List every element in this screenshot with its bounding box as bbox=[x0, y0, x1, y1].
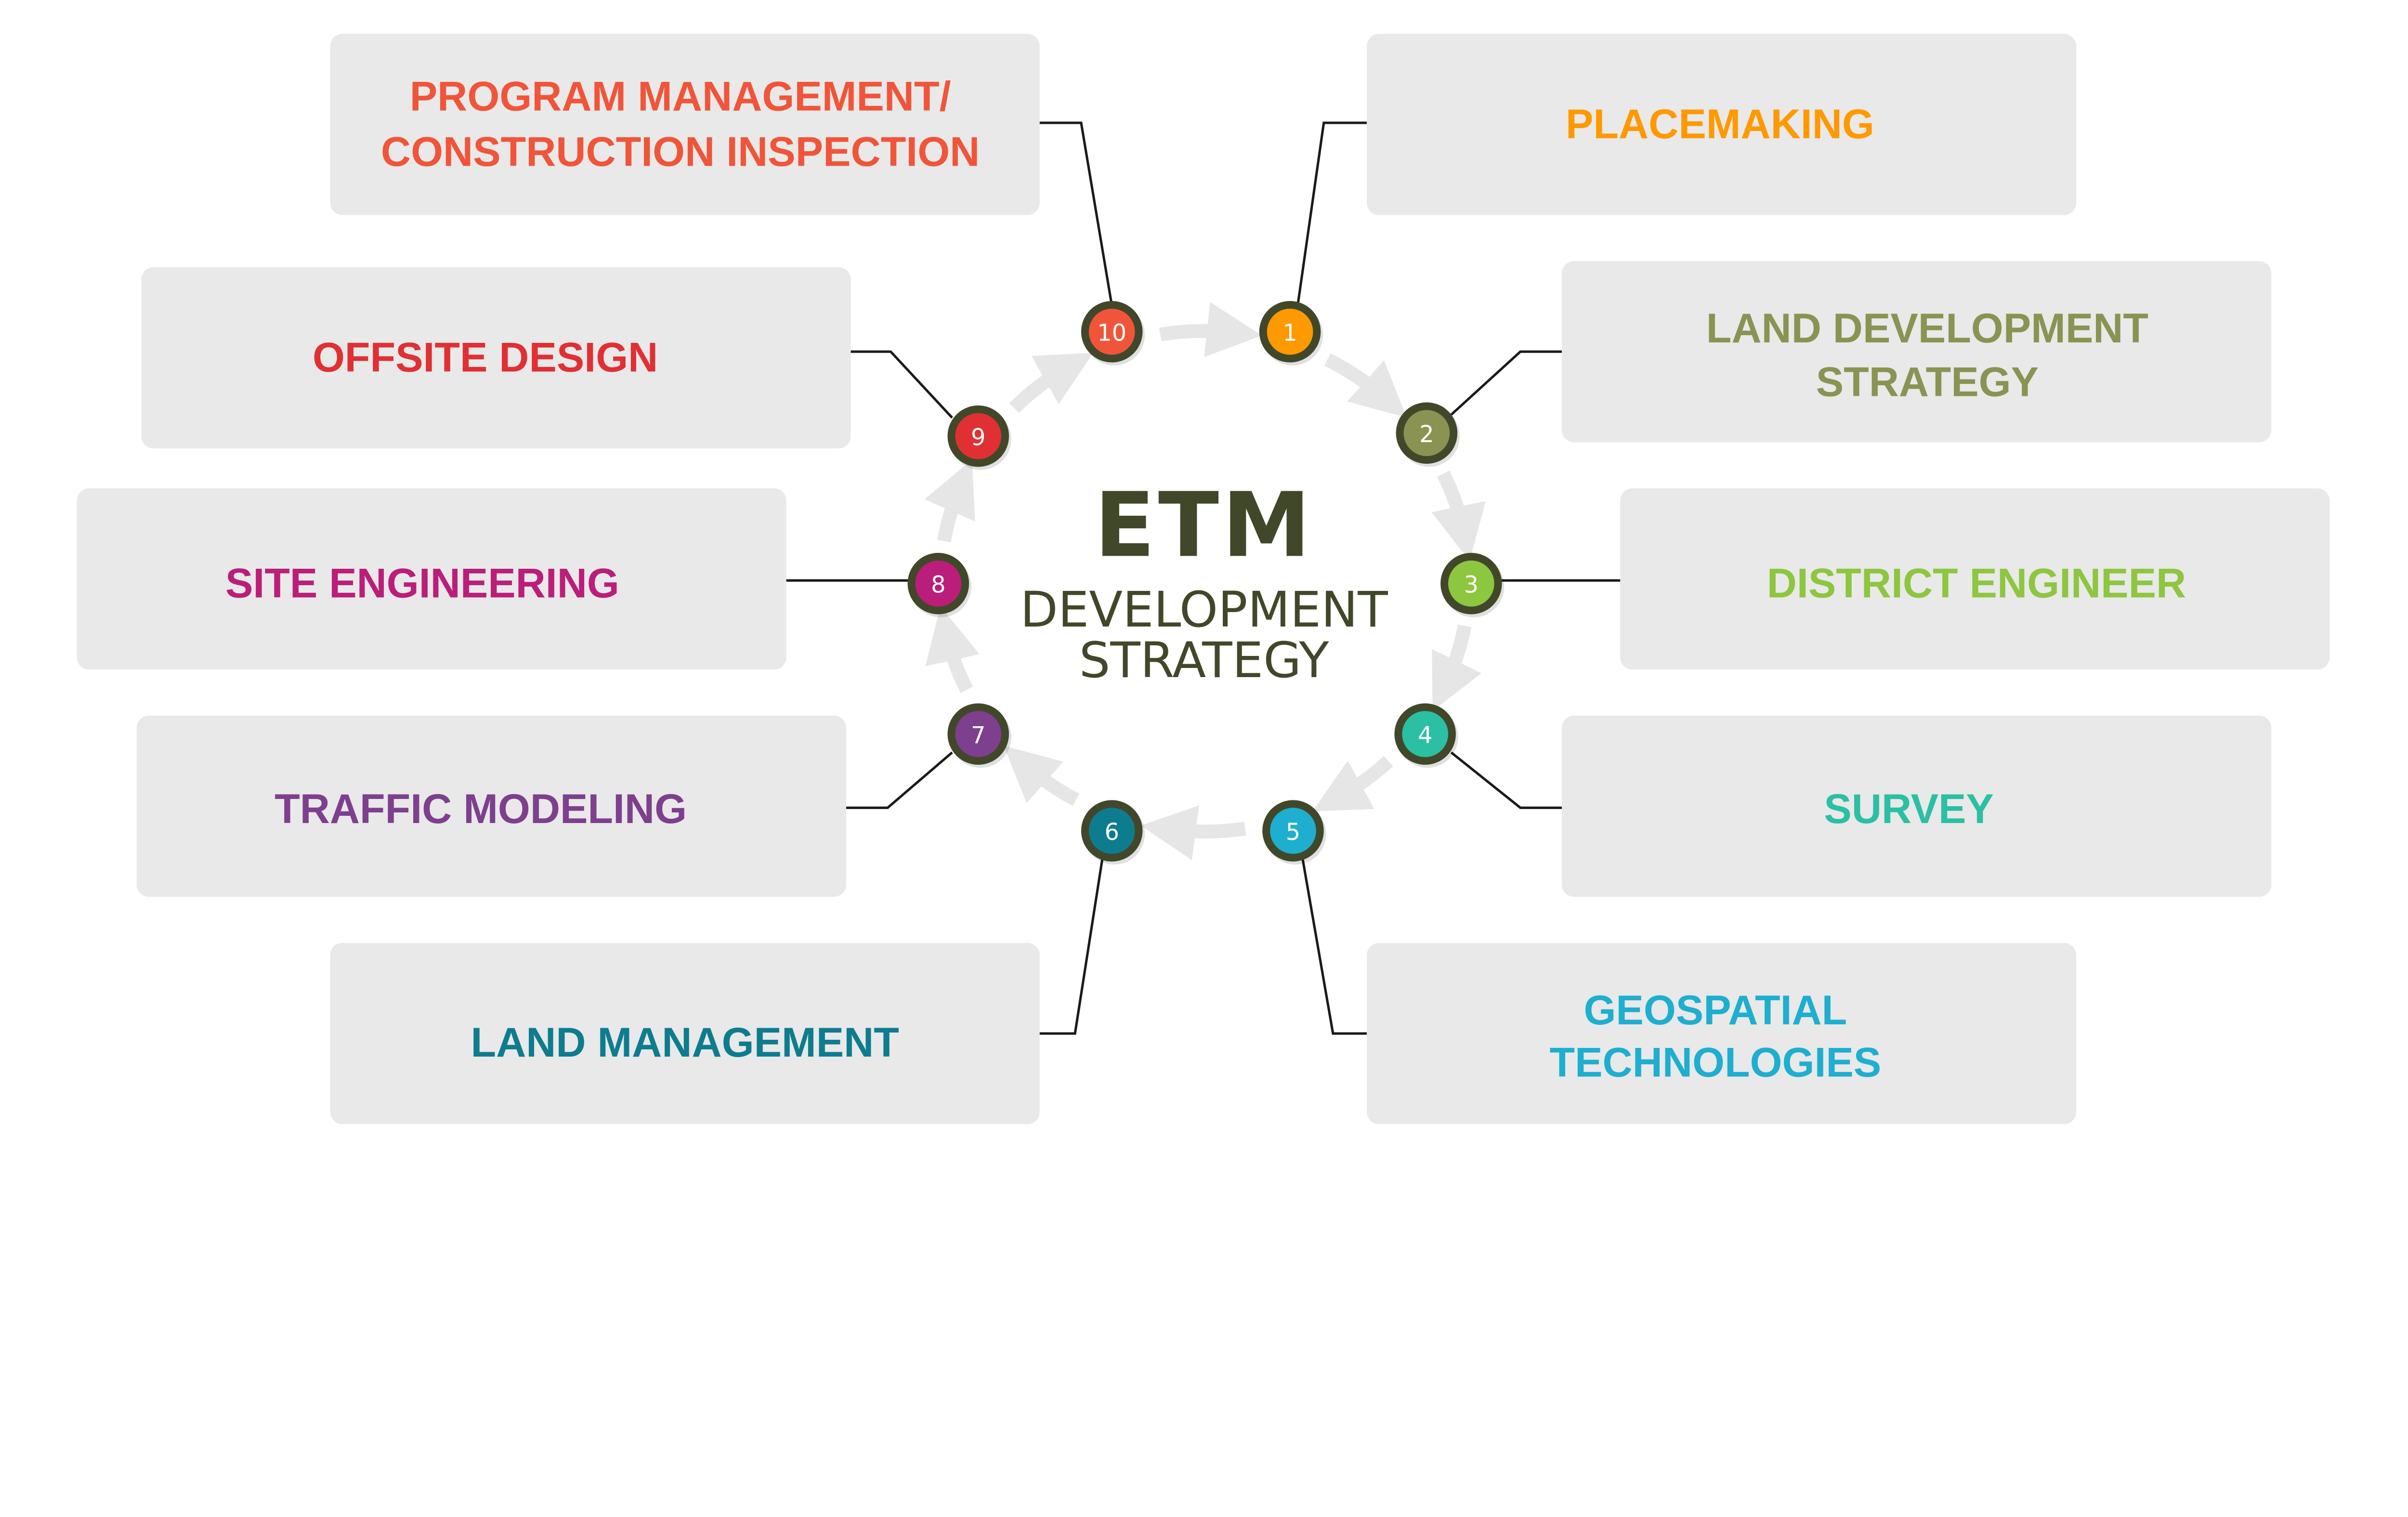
step-box-5: GEOSPATIAL TECHNOLOGIES bbox=[1367, 942, 2077, 1125]
connector-line bbox=[851, 350, 953, 419]
cycle-arrow bbox=[1009, 353, 1093, 413]
step-label: LAND MANAGEMENT bbox=[471, 1020, 899, 1066]
step-number-circle bbox=[1396, 402, 1458, 464]
step-number-circle bbox=[947, 405, 1009, 467]
step-number-circle bbox=[907, 552, 969, 615]
step-node-6: 6 bbox=[1081, 800, 1145, 865]
cycle-arrow bbox=[1324, 353, 1407, 418]
step-box-background bbox=[1561, 715, 2272, 897]
step-box-background bbox=[141, 267, 851, 449]
step-node-4: 4 bbox=[1394, 703, 1458, 768]
step-label: CONSTRUCTION INSPECTION bbox=[381, 129, 980, 175]
connector-line bbox=[846, 751, 953, 809]
step-number: 6 bbox=[1104, 819, 1119, 846]
step-number-circle bbox=[1259, 301, 1321, 363]
step-box-background bbox=[1561, 261, 2272, 443]
step-box-10: PROGRAM MANAGEMENT/CONSTRUCTION INSPECTI… bbox=[330, 34, 1040, 215]
step-box-2: LAND DEVELOPMENT STRATEGY bbox=[1561, 261, 2272, 443]
step-label: PLACEMAKING bbox=[1566, 101, 1874, 147]
step-node-7: 7 bbox=[947, 703, 1011, 768]
cycle-arrows bbox=[924, 302, 1486, 861]
center-title-line2: STRATEGY bbox=[1079, 632, 1329, 689]
step-number: 9 bbox=[971, 424, 985, 451]
step-number: 8 bbox=[931, 572, 945, 598]
step-number: 7 bbox=[971, 722, 985, 749]
etm-logo: ETM bbox=[1094, 473, 1314, 577]
step-number-circle bbox=[1440, 552, 1502, 615]
step-node-8: 8 bbox=[907, 552, 971, 617]
cycle-arrow bbox=[1003, 745, 1080, 806]
step-box-1: PLACEMAKING bbox=[1367, 34, 2077, 215]
step-label: STRATEGY bbox=[1816, 359, 2039, 405]
step-label: TRAFFIC MODELING bbox=[275, 786, 687, 832]
step-box-3: DISTRICT ENGINEER bbox=[1620, 488, 2330, 670]
step-label: OFFSITE DESIGN bbox=[313, 335, 658, 381]
step-label: LAND DEVELOPMENT bbox=[1706, 305, 2148, 352]
connector-line bbox=[1039, 121, 1113, 306]
connector-line bbox=[1039, 856, 1104, 1035]
step-label: GEOSPATIAL bbox=[1584, 987, 1847, 1033]
step-number-circle bbox=[1262, 800, 1324, 862]
step-node-9: 9 bbox=[947, 405, 1011, 470]
step-number: 3 bbox=[1464, 572, 1479, 598]
step-box-background bbox=[136, 715, 847, 897]
step-box-background bbox=[1620, 488, 2330, 670]
step-number-circle bbox=[947, 703, 1009, 765]
step-box-7: TRAFFIC MODELING bbox=[136, 715, 847, 897]
cycle-arrow bbox=[1159, 302, 1262, 357]
step-box-4: SURVEY bbox=[1561, 715, 2272, 897]
step-node-1: 1 bbox=[1259, 301, 1323, 366]
step-box-background bbox=[330, 34, 1040, 215]
connector-line bbox=[1301, 856, 1367, 1035]
center-title: ETM DEVELOPMENT STRATEGY bbox=[1020, 473, 1388, 689]
step-box-background bbox=[330, 942, 1040, 1125]
cycle-arrow bbox=[1431, 471, 1486, 561]
connector-line bbox=[1450, 350, 1562, 416]
step-label: TECHNOLOGIES bbox=[1550, 1039, 1882, 1085]
cycle-arrow bbox=[1312, 756, 1393, 811]
step-node-3: 3 bbox=[1440, 552, 1505, 617]
cycle-arrow bbox=[1140, 805, 1246, 861]
step-label: SURVEY bbox=[1824, 786, 1993, 832]
step-number: 4 bbox=[1418, 722, 1432, 749]
step-label: SITE ENGINEERING bbox=[225, 560, 619, 606]
step-number: 5 bbox=[1286, 819, 1300, 846]
step-node-10: 10 bbox=[1081, 301, 1145, 366]
step-number-circle bbox=[1081, 800, 1143, 862]
step-box-background bbox=[1367, 942, 2077, 1125]
step-number-circle bbox=[1394, 703, 1456, 765]
step-number: 10 bbox=[1097, 320, 1126, 346]
step-number: 2 bbox=[1419, 421, 1434, 448]
step-box-6: LAND MANAGEMENT bbox=[330, 942, 1040, 1125]
step-box-8: SITE ENGINEERING bbox=[77, 488, 786, 670]
step-number: 1 bbox=[1283, 320, 1297, 346]
center-title-line1: DEVELOPMENT bbox=[1020, 581, 1388, 639]
step-node-2: 2 bbox=[1396, 402, 1460, 467]
cycle-arrow bbox=[925, 606, 980, 693]
step-number-circle bbox=[1081, 301, 1143, 363]
cycle-arrow bbox=[924, 459, 975, 543]
step-box-9: OFFSITE DESIGN bbox=[141, 267, 851, 449]
step-label: PROGRAM MANAGEMENT/ bbox=[410, 74, 951, 120]
step-box-background bbox=[1367, 34, 2077, 215]
cycle-arrow bbox=[1432, 624, 1482, 711]
step-node-5: 5 bbox=[1262, 800, 1326, 865]
step-label: DISTRICT ENGINEER bbox=[1767, 560, 2186, 606]
connector-line bbox=[1450, 751, 1562, 809]
development-strategy-diagram: PLACEMAKING LAND DEVELOPMENT STRATEGY DISTR… bbox=[77, 34, 2330, 1125]
connector-line bbox=[1296, 121, 1367, 306]
step-box-background bbox=[77, 488, 786, 670]
